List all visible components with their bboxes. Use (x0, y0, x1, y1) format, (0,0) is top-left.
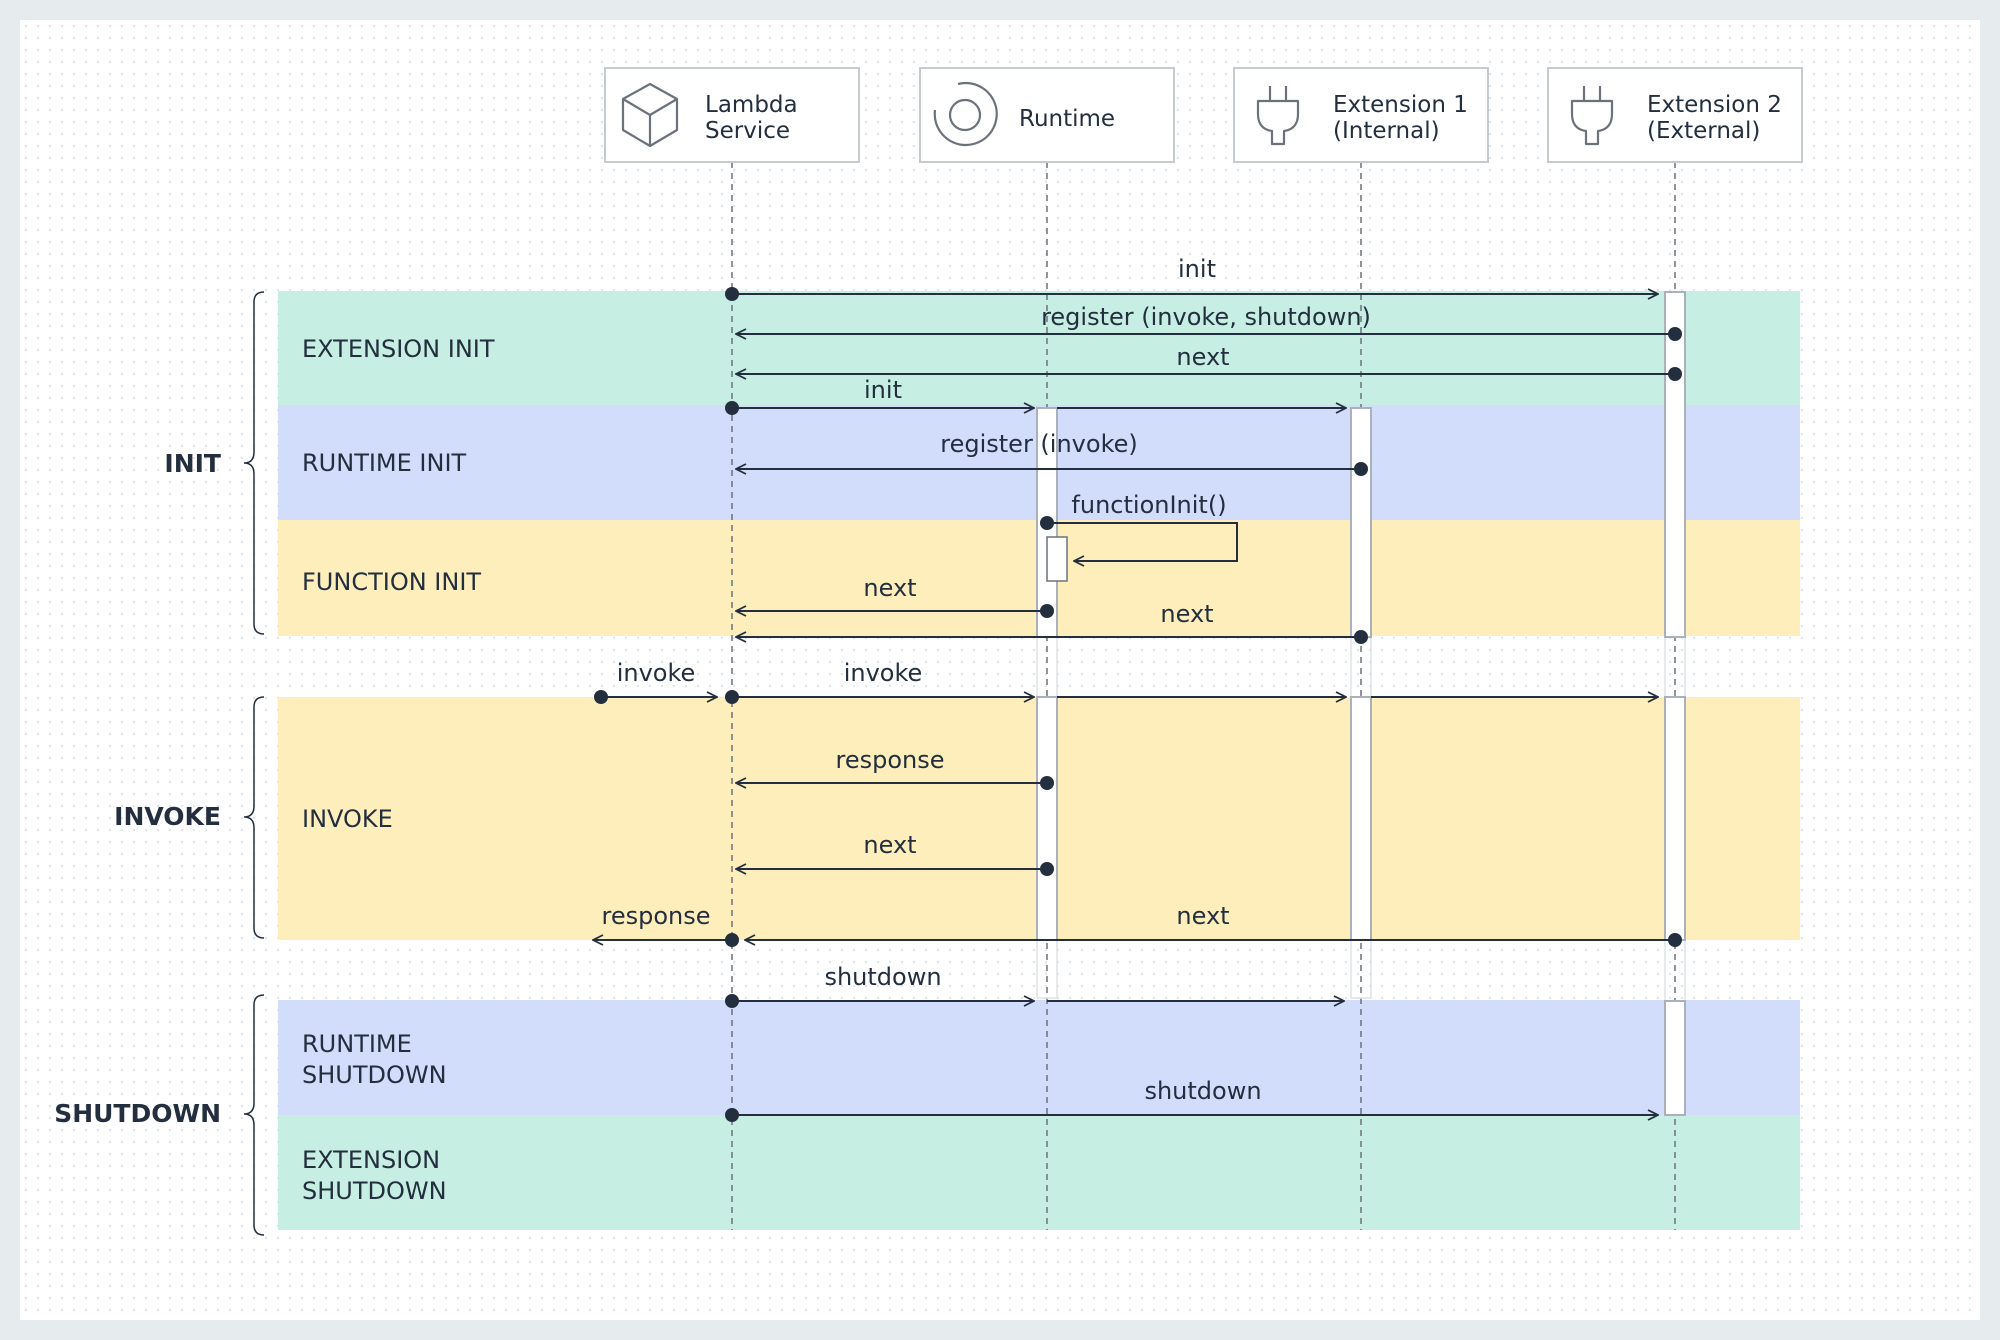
activation-extension-1-init (1350, 407, 1372, 638)
participant-extension-2-label-line1: Extension 2 (1647, 92, 1782, 118)
message-label-init-runtime: init (864, 376, 902, 404)
message-label-shutdown-runtime: shutdown (824, 963, 941, 991)
participant-extension-1: Extension 1 (Internal) (1233, 67, 1489, 163)
message-label-response-runtime: response (835, 746, 944, 774)
message-label-next-runtime-invoke: next (863, 831, 916, 859)
message-label-invoke-runtime: invoke (844, 659, 923, 687)
activation-function-init (1046, 536, 1068, 582)
message-origin-dot (725, 994, 739, 1008)
phase-label-init: INIT (164, 449, 221, 478)
brace-init (243, 291, 265, 635)
message-origin-dot (1668, 933, 1682, 947)
message-origin-dot (1668, 327, 1682, 341)
message-origin-dot (1040, 776, 1054, 790)
activation-extension-2-invoke (1664, 696, 1686, 941)
message-origin-dot (1040, 516, 1054, 530)
band-label-runtime-shutdown-line1: RUNTIME (302, 1030, 412, 1058)
band-label-invoke: INVOKE (302, 805, 393, 833)
cube-icon (621, 82, 679, 148)
plug-icon (1570, 86, 1614, 146)
activation-extension-2-shutdown (1664, 1000, 1686, 1116)
activation-extension-2-init (1664, 291, 1686, 638)
participant-runtime: Runtime (919, 67, 1175, 163)
message-label-next-runtime-init: next (863, 574, 916, 602)
brace-shutdown (243, 994, 265, 1236)
band-label-extension-shutdown-line2: SHUTDOWN (302, 1177, 447, 1205)
message-label-init-extensions: init (1178, 255, 1216, 283)
message-origin-dot (725, 1108, 739, 1122)
message-origin-dot (1354, 630, 1368, 644)
band-runtime-shutdown (278, 1000, 1800, 1115)
participant-extension-1-label-line1: Extension 1 (1333, 92, 1468, 118)
participant-runtime-label: Runtime (1019, 106, 1115, 132)
message-label-register-ext1: register (invoke) (940, 430, 1137, 458)
plug-icon (1256, 86, 1300, 146)
message-label-next-ext1: next (1160, 600, 1213, 628)
band-label-runtime-init: RUNTIME INIT (302, 449, 467, 477)
message-label-register-ext2: register (invoke, shutdown) (1041, 303, 1371, 331)
band-extension-shutdown (278, 1115, 1800, 1230)
participant-extension-1-label-line2: (Internal) (1333, 118, 1440, 144)
participant-lambda-service: Lambda Service (604, 67, 860, 163)
message-label-next-extensions-invoke: next (1176, 902, 1229, 930)
message-label-shutdown-extensions: shutdown (1144, 1077, 1261, 1105)
message-origin-dot (594, 690, 608, 704)
band-label-function-init: FUNCTION INIT (302, 568, 481, 596)
participant-lambda-label-line1: Lambda (705, 92, 798, 118)
message-label-invoke-client: invoke (617, 659, 696, 687)
runtime-circle-icon (933, 81, 998, 147)
message-origin-dot (1668, 367, 1682, 381)
message-label-function-init: functionInit() (1071, 491, 1226, 519)
message-origin-dot (1354, 462, 1368, 476)
message-origin-dot (1040, 862, 1054, 876)
message-arrow-function-init (1047, 522, 1238, 561)
message-label-next-ext2: next (1176, 343, 1229, 371)
activation-extension-1-invoke (1350, 696, 1372, 941)
participant-extension-2: Extension 2 (External) (1547, 67, 1803, 163)
phase-label-shutdown: SHUTDOWN (54, 1099, 221, 1128)
message-label-response-client: response (601, 902, 710, 930)
band-label-extension-init: EXTENSION INIT (302, 335, 495, 363)
band-label-runtime-shutdown-line2: SHUTDOWN (302, 1061, 447, 1089)
message-origin-dot (725, 287, 739, 301)
activation-runtime-invoke (1036, 696, 1058, 941)
participant-lambda-label-line2: Service (705, 118, 790, 144)
message-origin-dot (725, 933, 739, 947)
message-origin-dot (725, 690, 739, 704)
participant-extension-2-label-line2: (External) (1647, 118, 1760, 144)
phase-label-invoke: INVOKE (114, 802, 221, 831)
message-origin-dot (725, 401, 739, 415)
message-origin-dot (1040, 604, 1054, 618)
band-extension-init (278, 291, 1800, 405)
band-label-extension-shutdown-line1: EXTENSION (302, 1146, 440, 1174)
brace-invoke (243, 696, 265, 939)
